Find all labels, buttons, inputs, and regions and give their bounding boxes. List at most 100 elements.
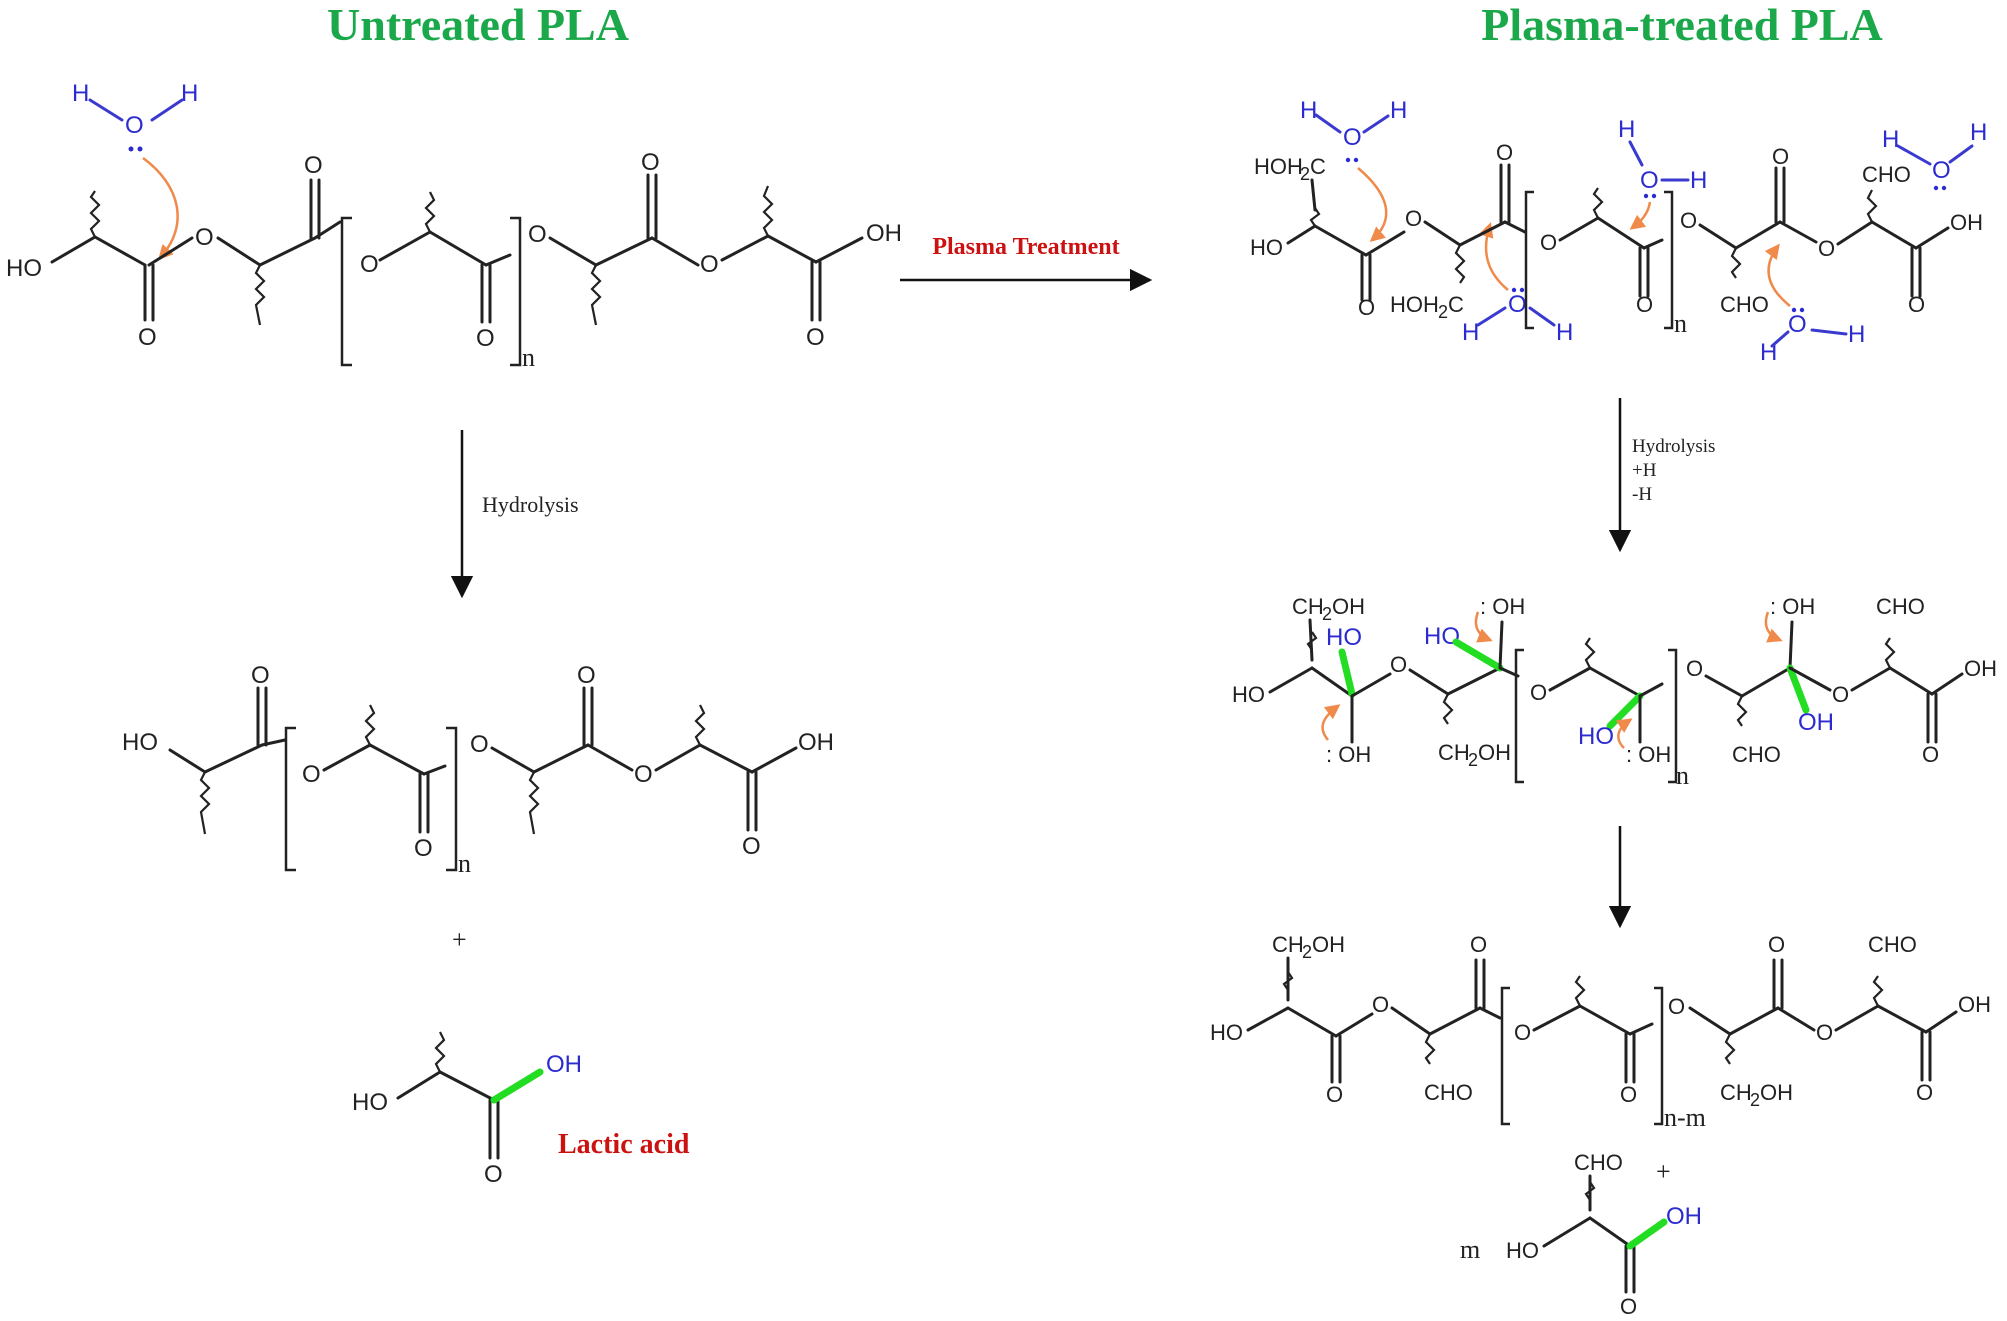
- svg-text:H: H: [1848, 321, 1865, 348]
- svg-text:O: O: [528, 221, 547, 248]
- svg-text:HO: HO: [1578, 723, 1614, 750]
- svg-text:OH: OH: [546, 1051, 582, 1078]
- svg-text:H: H: [1462, 319, 1479, 346]
- svg-text:Hydrolysis: Hydrolysis: [482, 492, 579, 517]
- title-untreated-pla: Untreated PLA: [327, 0, 629, 50]
- hydrolysis-arrow-right: Hydrolysis +H -H: [1608, 398, 1715, 553]
- svg-text:OH: OH: [1666, 1203, 1702, 1230]
- svg-text:O: O: [1508, 291, 1527, 318]
- svg-text:HO: HO: [1210, 1020, 1243, 1045]
- lactic-acid-label: Lactic acid: [558, 1129, 690, 1160]
- svg-text:HO: HO: [122, 729, 158, 756]
- aldehyde-acid-product: m CHO HO O OH: [1460, 1150, 1702, 1319]
- svg-text:O: O: [700, 251, 719, 278]
- svg-text:O: O: [1932, 157, 1951, 184]
- svg-text:Plasma Treatment: Plasma Treatment: [932, 234, 1119, 260]
- svg-text:O: O: [470, 731, 489, 758]
- svg-text:O: O: [1640, 167, 1659, 194]
- svg-text:OH: OH: [798, 729, 834, 756]
- svg-text:CH: CH: [1292, 594, 1324, 619]
- svg-text:O: O: [484, 1161, 503, 1188]
- svg-text:O: O: [476, 325, 495, 352]
- svg-text:HO: HO: [6, 255, 42, 282]
- svg-text:CHO: CHO: [1720, 292, 1769, 317]
- plasma-treated-pla-molecule: H H O H O H H O H H O H H O H: [1250, 97, 1987, 366]
- svg-text:H: H: [1882, 126, 1899, 153]
- svg-text:CHO: CHO: [1862, 162, 1911, 187]
- svg-text:H: H: [1970, 119, 1987, 146]
- svg-text:O: O: [1772, 144, 1789, 169]
- svg-text:2: 2: [1750, 1090, 1760, 1110]
- svg-text:HO: HO: [1424, 623, 1460, 650]
- svg-text:2: 2: [1322, 604, 1332, 624]
- svg-text:: OH: : OH: [1480, 594, 1525, 619]
- svg-text:O: O: [1405, 206, 1422, 231]
- svg-text:CHO: CHO: [1732, 742, 1781, 767]
- plus-sign-right: +: [1656, 1157, 1671, 1186]
- svg-text:OH: OH: [866, 220, 902, 247]
- svg-text:CH: CH: [1720, 1080, 1752, 1105]
- svg-text:O: O: [302, 761, 321, 788]
- svg-text:O: O: [1390, 652, 1407, 677]
- svg-text:CHO: CHO: [1424, 1080, 1473, 1105]
- svg-text:O: O: [1636, 292, 1653, 317]
- svg-text:H: H: [1556, 319, 1573, 346]
- svg-text:HOH: HOH: [1390, 292, 1439, 317]
- svg-text:HO: HO: [1232, 682, 1265, 707]
- svg-text:OH: OH: [1964, 656, 1997, 681]
- svg-text:n: n: [458, 849, 471, 878]
- hydrolysis-arrow-left: Hydrolysis: [450, 430, 579, 599]
- svg-text:O: O: [1470, 932, 1487, 957]
- svg-text:O: O: [641, 149, 660, 176]
- svg-text:Hydrolysis: Hydrolysis: [1632, 436, 1715, 457]
- svg-text:O: O: [1514, 1020, 1531, 1045]
- title-plasma-treated-pla: Plasma-treated PLA: [1481, 0, 1883, 50]
- svg-text:O: O: [1788, 311, 1807, 338]
- svg-text:HOH: HOH: [1254, 154, 1303, 179]
- svg-text:n: n: [522, 343, 535, 372]
- plus-sign-left: +: [452, 925, 467, 954]
- svg-text:H: H: [1618, 116, 1635, 143]
- svg-text:O: O: [634, 761, 653, 788]
- svg-text:O: O: [577, 662, 596, 689]
- svg-text:O: O: [1922, 742, 1939, 767]
- svg-text:CH: CH: [1438, 740, 1470, 765]
- svg-text:O: O: [1372, 992, 1389, 1017]
- svg-text:2: 2: [1300, 164, 1310, 184]
- svg-text:O: O: [1620, 1082, 1637, 1107]
- svg-text:H: H: [1390, 97, 1407, 124]
- svg-text:n-m: n-m: [1664, 1103, 1706, 1132]
- svg-text:O: O: [360, 251, 379, 278]
- svg-text:O: O: [414, 835, 433, 862]
- untreated-hydrolysis-product: HO O O O n O O O O OH: [122, 662, 834, 878]
- svg-text:O: O: [304, 152, 323, 179]
- svg-text:O: O: [138, 324, 157, 351]
- svg-text:O: O: [1540, 230, 1557, 255]
- svg-text:CH: CH: [1272, 932, 1304, 957]
- svg-text:O: O: [1768, 932, 1785, 957]
- svg-text:O: O: [1680, 208, 1697, 233]
- svg-text:O: O: [1620, 1294, 1637, 1319]
- svg-text:C: C: [1310, 154, 1326, 179]
- svg-text:OH: OH: [1950, 210, 1983, 235]
- svg-text:C: C: [1448, 292, 1464, 317]
- untreated-pla-molecule: H H O HO O O O O O n O: [6, 80, 902, 372]
- svg-text:O: O: [125, 112, 144, 139]
- svg-text:OH: OH: [1798, 709, 1834, 736]
- svg-text:n: n: [1676, 761, 1689, 790]
- svg-text:CHO: CHO: [1876, 594, 1925, 619]
- svg-text:HO: HO: [352, 1089, 388, 1116]
- svg-text:-H: -H: [1632, 484, 1652, 505]
- svg-text:O: O: [1686, 656, 1703, 681]
- svg-text:O: O: [1326, 1082, 1343, 1107]
- svg-text:O: O: [742, 833, 761, 860]
- svg-text:2: 2: [1468, 750, 1478, 770]
- svg-text:n: n: [1674, 309, 1687, 338]
- svg-text:OH: OH: [1332, 594, 1365, 619]
- svg-text:OH: OH: [1760, 1080, 1793, 1105]
- svg-text:OH: OH: [1958, 992, 1991, 1017]
- svg-text:O: O: [1908, 292, 1925, 317]
